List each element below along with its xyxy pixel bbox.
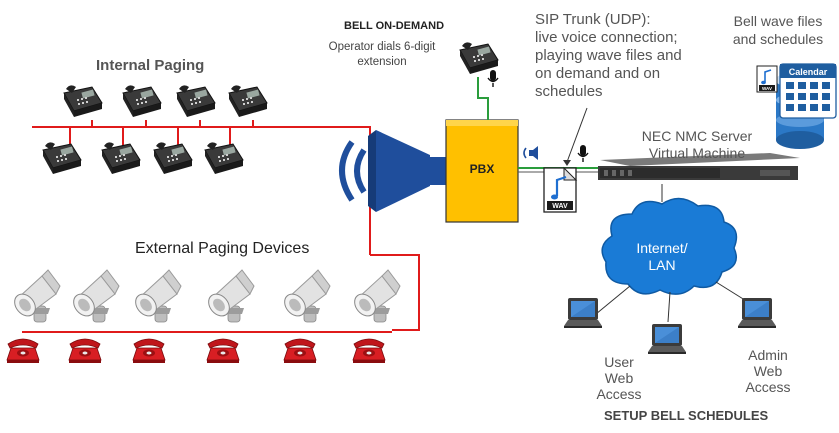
- laptop-icon: [564, 298, 602, 328]
- desk-phone: [228, 84, 268, 118]
- bell-on-demand-desc: Operator dials 6-digit extension: [328, 41, 436, 68]
- internal-paging-wiring: [32, 120, 371, 255]
- horn-speaker: [9, 269, 61, 323]
- sip-trunk-description: SIP Trunk (UDP): live voice connection; …: [535, 11, 682, 100]
- cloud-label: Internet/ LAN: [636, 240, 688, 273]
- red-phone: [6, 338, 40, 364]
- red-phone: [352, 338, 386, 364]
- horn-speaker: [130, 269, 182, 323]
- loudspeaker-icon: [339, 130, 446, 212]
- wav-file-icon: WAV: [543, 166, 578, 213]
- callout-arrow: [566, 107, 588, 163]
- horn-speaker: [279, 269, 331, 323]
- admin-web-access-label: Admin Web Access: [745, 347, 791, 395]
- bell-wave-files-label: Bell wave files and schedules: [732, 13, 824, 47]
- desk-phone: [42, 141, 82, 175]
- speaker-icon: [523, 146, 538, 160]
- wav-file-icon: WAV: [756, 65, 778, 93]
- operator-phone: [459, 41, 499, 75]
- horn-speaker: [68, 269, 120, 323]
- server-label: NEC NMC Server Virtual Machine: [641, 128, 753, 161]
- desk-phone: [204, 141, 244, 175]
- desk-phone: [63, 84, 103, 118]
- desk-phone: [101, 141, 141, 175]
- red-phone: [132, 338, 166, 364]
- red-phone: [68, 338, 102, 364]
- svg-text:Calendar: Calendar: [789, 67, 828, 77]
- external-paging-wiring: [22, 254, 420, 333]
- desk-phone: [176, 84, 216, 118]
- horn-speaker: [203, 269, 255, 323]
- horn-speaker: [349, 269, 401, 323]
- desk-phone: [153, 141, 193, 175]
- red-phone: [283, 338, 317, 364]
- microphone-icon: [487, 70, 499, 87]
- svg-text:WAV: WAV: [762, 86, 772, 91]
- red-phone: [206, 338, 240, 364]
- laptop-icon: [648, 324, 686, 354]
- bell-on-demand-title: BELL ON-DEMAND: [344, 20, 445, 32]
- svg-text:WAV: WAV: [552, 203, 568, 210]
- user-web-access-label: User Web Access: [596, 354, 642, 402]
- calendar-icon: Calendar: [779, 63, 837, 119]
- pbx-label: PBX: [470, 162, 495, 176]
- microphone-icon: [577, 145, 589, 162]
- pbx-box: PBX: [445, 119, 519, 223]
- cloud-icon: [601, 197, 738, 295]
- laptop-icon: [738, 298, 776, 328]
- external-paging-label: External Paging Devices: [135, 240, 310, 257]
- setup-bell-schedules-label: SETUP BELL SCHEDULES: [604, 408, 769, 423]
- desk-phone: [122, 84, 162, 118]
- server-icon: [598, 153, 800, 180]
- internal-paging-label: Internal Paging: [96, 57, 205, 74]
